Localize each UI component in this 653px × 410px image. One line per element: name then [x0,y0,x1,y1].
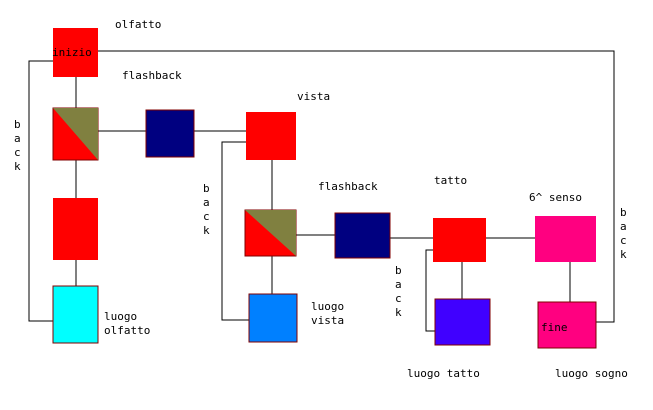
node-flashback-1 [145,109,195,158]
node-split-2 [244,209,297,257]
label-sesto-senso: 6^ senso [529,191,582,204]
node-luogo-tatto [434,298,491,346]
node-fine [537,301,597,349]
node-vista [246,112,296,160]
node-olfatto-red [53,198,98,260]
edge-back-luogo-tatto [425,249,435,332]
label-flashback-2: flashback [318,180,378,193]
label-luogo-olfatto-2: olfatto [104,324,150,337]
label-flashback-1: flashback [122,69,182,82]
edge-back-luogo-olfatto [28,60,53,322]
label-inizio: inizio [52,46,92,59]
node-sesto-senso [535,216,596,262]
label-luogo-sogno: luogo sogno [555,367,628,380]
node-flashback-2 [334,212,391,259]
node-inizio [53,28,98,77]
label-luogo-tatto: luogo tatto [407,367,480,380]
label-vista: vista [297,90,330,103]
label-tatto: tatto [434,174,467,187]
node-luogo-vista [248,293,298,343]
label-fine: fine [541,321,568,334]
node-tatto [433,218,486,262]
label-luogo-olfatto-1: luogo [104,310,137,323]
label-luogo-vista-2: vista [311,314,344,327]
edge-back-luogo-vista [221,141,249,321]
label-luogo-vista-1: luogo [311,300,344,313]
connectors [28,50,615,332]
label-olfatto: olfatto [115,18,161,31]
node-luogo-olfatto [52,285,99,344]
node-split-1 [52,107,99,161]
edge-back-fine-inizio [98,50,615,323]
